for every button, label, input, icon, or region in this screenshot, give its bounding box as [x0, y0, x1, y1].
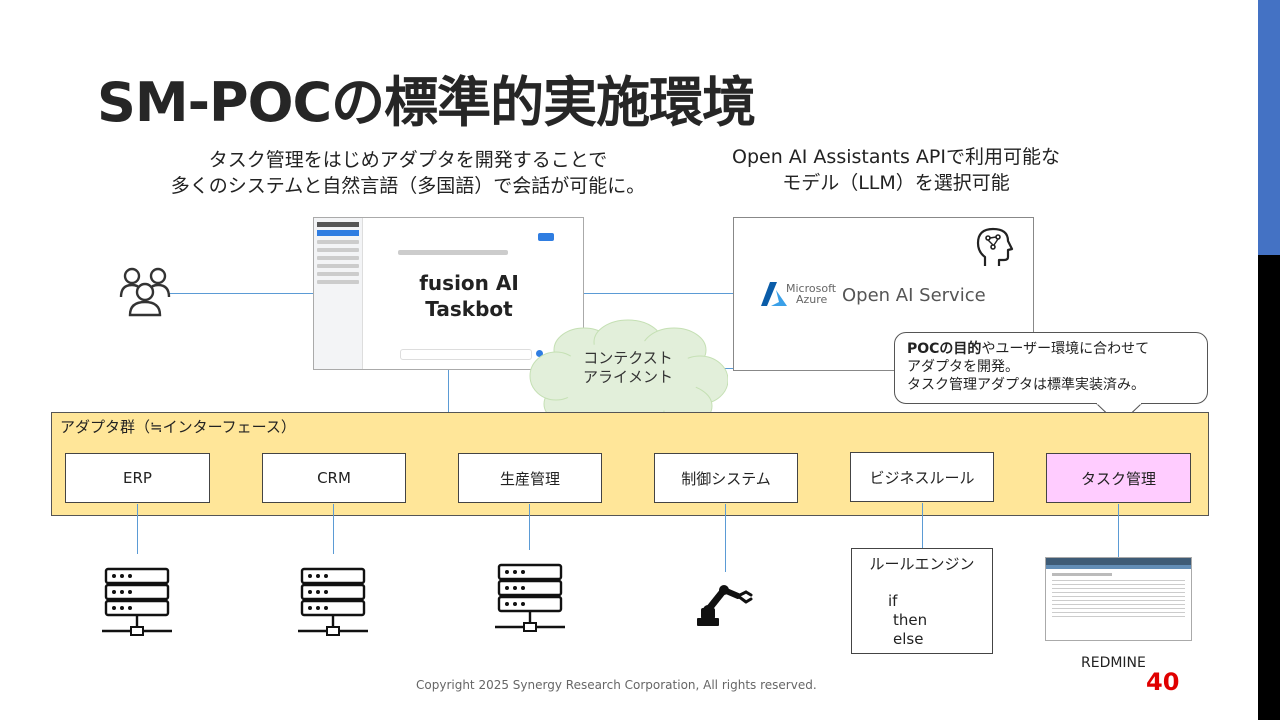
adapter-business-rule: ビジネスルール: [850, 452, 994, 502]
right-caption-line1: Open AI Assistants APIで利用可能な: [732, 146, 1060, 168]
users-icon: [118, 265, 172, 317]
adapter-erp: ERP: [65, 453, 210, 503]
azure-brand-line1: Microsoft: [786, 282, 837, 295]
connector-crm: [333, 504, 334, 554]
azure-brand: Microsoft Azure: [786, 283, 836, 305]
rule-then: then: [893, 611, 928, 629]
connector-control: [725, 504, 726, 572]
server-icon: [100, 566, 174, 636]
accent-bar: [1258, 0, 1280, 255]
taskbot-label-line2: Taskbot: [425, 297, 513, 321]
server-icon: [296, 566, 370, 636]
connector-taskbot-adapters: [448, 368, 449, 413]
redmine-label: REDMINE: [1081, 655, 1146, 671]
azure-brand-line2: Azure: [796, 293, 828, 306]
right-caption: Open AI Assistants APIで利用可能な モデル（LLM）を選択…: [700, 144, 1092, 196]
cloud-text-line1: コンテクスト: [583, 349, 673, 367]
cloud-text: コンテクスト アライメント: [568, 349, 688, 387]
poc-callout: POCの目的やユーザー環境に合わせて アダプタを開発。 タスク管理アダプタは標準…: [894, 332, 1208, 404]
left-caption-line2: 多くのシステムと自然言語（多国語）で会話が可能に。: [170, 175, 646, 197]
redmine-screenshot: [1045, 557, 1192, 641]
callout-line2: アダプタを開発。: [907, 359, 1019, 375]
context-alignment-cloud: コンテクスト アライメント: [528, 318, 729, 471]
left-caption-line1: タスク管理をはじめアダプタを開発することで: [208, 149, 608, 171]
connector-erp: [137, 504, 138, 554]
adapter-crm: CRM: [262, 453, 406, 503]
connector-taskbot-azure: [582, 293, 734, 294]
azure-logo-icon: [760, 280, 788, 308]
cloud-text-line2: アライメント: [582, 368, 673, 386]
adapter-group: [51, 412, 1209, 516]
connector-task: [1118, 504, 1119, 557]
adapter-group-label: アダプタ群（≒インターフェース）: [60, 418, 296, 436]
taskbot-send-icon: [536, 350, 543, 357]
right-caption-line2: モデル（LLM）を選択可能: [782, 172, 1010, 194]
adapter-production: 生産管理: [458, 453, 602, 503]
taskbot-send-button: [538, 233, 554, 241]
connector-production: [529, 504, 530, 550]
ai-head-icon: [974, 226, 1014, 268]
connector-rule: [922, 503, 923, 548]
taskbot-message: [398, 250, 508, 255]
rule-if: if: [888, 592, 898, 610]
robot-arm-icon: [694, 580, 756, 628]
callout-bold: POCの目的: [907, 341, 982, 357]
rule-else: else: [893, 630, 924, 648]
page-number: 40: [1146, 668, 1180, 696]
adapter-task-management: タスク管理: [1046, 453, 1191, 503]
azure-service-label: Open AI Service: [842, 285, 986, 306]
taskbot-sidebar: [314, 218, 363, 369]
connector-users-taskbot: [170, 293, 315, 294]
rule-engine-box: ルールエンジン if then else: [851, 548, 993, 654]
slide-title: SM-POCの標準的実施環境: [97, 71, 756, 134]
taskbot-label: fusion AI Taskbot: [398, 270, 540, 322]
callout-line3: タスク管理アダプタは標準実装済み。: [907, 377, 1145, 393]
accent-bar-dark: [1258, 255, 1280, 720]
taskbot-input: [400, 349, 532, 360]
taskbot-label-line1: fusion AI: [419, 271, 519, 295]
copyright: Copyright 2025 Synergy Research Corporat…: [416, 678, 817, 692]
callout-line1: やユーザー環境に合わせて: [981, 341, 1150, 357]
adapter-control-system: 制御システム: [654, 453, 798, 503]
server-icon: [493, 562, 567, 632]
rule-engine-title: ルールエンジン: [869, 555, 975, 573]
left-caption: タスク管理をはじめアダプタを開発することで 多くのシステムと自然言語（多国語）で…: [138, 147, 678, 199]
rule-engine-code: if then else: [888, 592, 927, 649]
